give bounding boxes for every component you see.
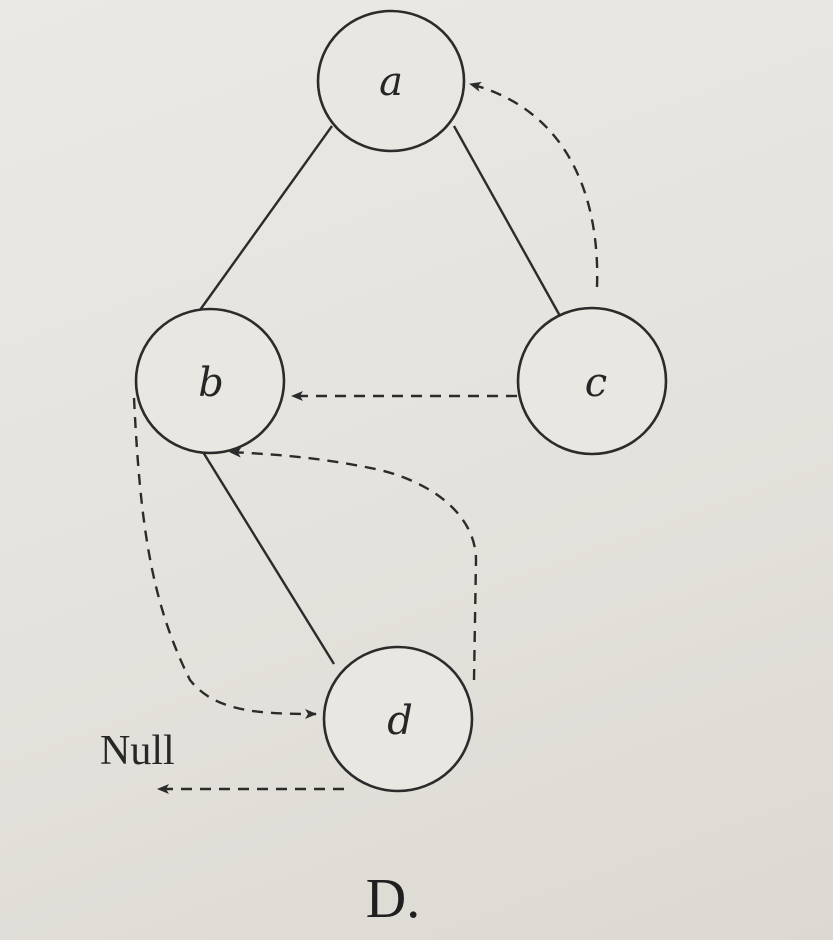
thread-d-to-b-arrow [229, 447, 478, 681]
node-d-label: d [387, 698, 413, 744]
edge-b-d [201, 451, 336, 665]
edge-a-b [199, 125, 333, 311]
null-label: Null [100, 728, 175, 774]
node-b: b [134, 307, 286, 455]
node-d: d [322, 645, 474, 793]
edge-a-c [452, 125, 562, 317]
node-b-label: b [198, 360, 224, 406]
node-a: a [316, 9, 466, 153]
thread-b-to-d-arrow [132, 397, 317, 719]
thread-c-to-a-arrow [469, 81, 599, 288]
node-a-label: a [379, 59, 403, 105]
figure-caption: D. [366, 868, 420, 930]
node-c: c [516, 306, 668, 456]
node-c-label: c [585, 360, 607, 406]
